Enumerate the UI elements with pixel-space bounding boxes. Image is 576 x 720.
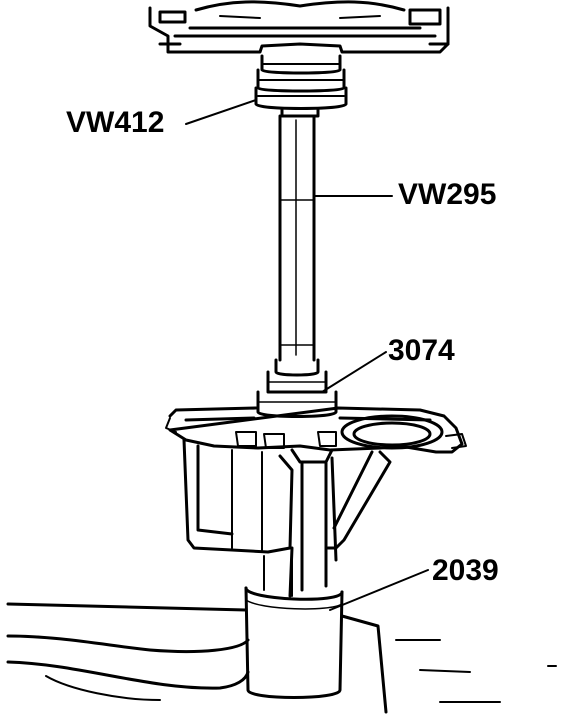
label-3074: 3074 bbox=[388, 334, 455, 367]
bench-plate bbox=[6, 602, 557, 714]
transmission-housing bbox=[165, 406, 467, 598]
leader-vw412 bbox=[185, 99, 257, 125]
adapter-3074 bbox=[256, 358, 338, 418]
leader-3074 bbox=[321, 351, 387, 393]
support-tube-2039 bbox=[244, 555, 344, 699]
label-vw295: VW295 bbox=[398, 178, 497, 211]
vw295-rod bbox=[278, 114, 316, 362]
label-2039: 2039 bbox=[432, 554, 499, 587]
press-frame-top bbox=[148, 0, 450, 54]
leader-2039 bbox=[329, 569, 429, 611]
leader-lines bbox=[185, 99, 429, 611]
label-vw412: VW412 bbox=[66, 106, 165, 139]
vw412-collar bbox=[254, 54, 348, 118]
